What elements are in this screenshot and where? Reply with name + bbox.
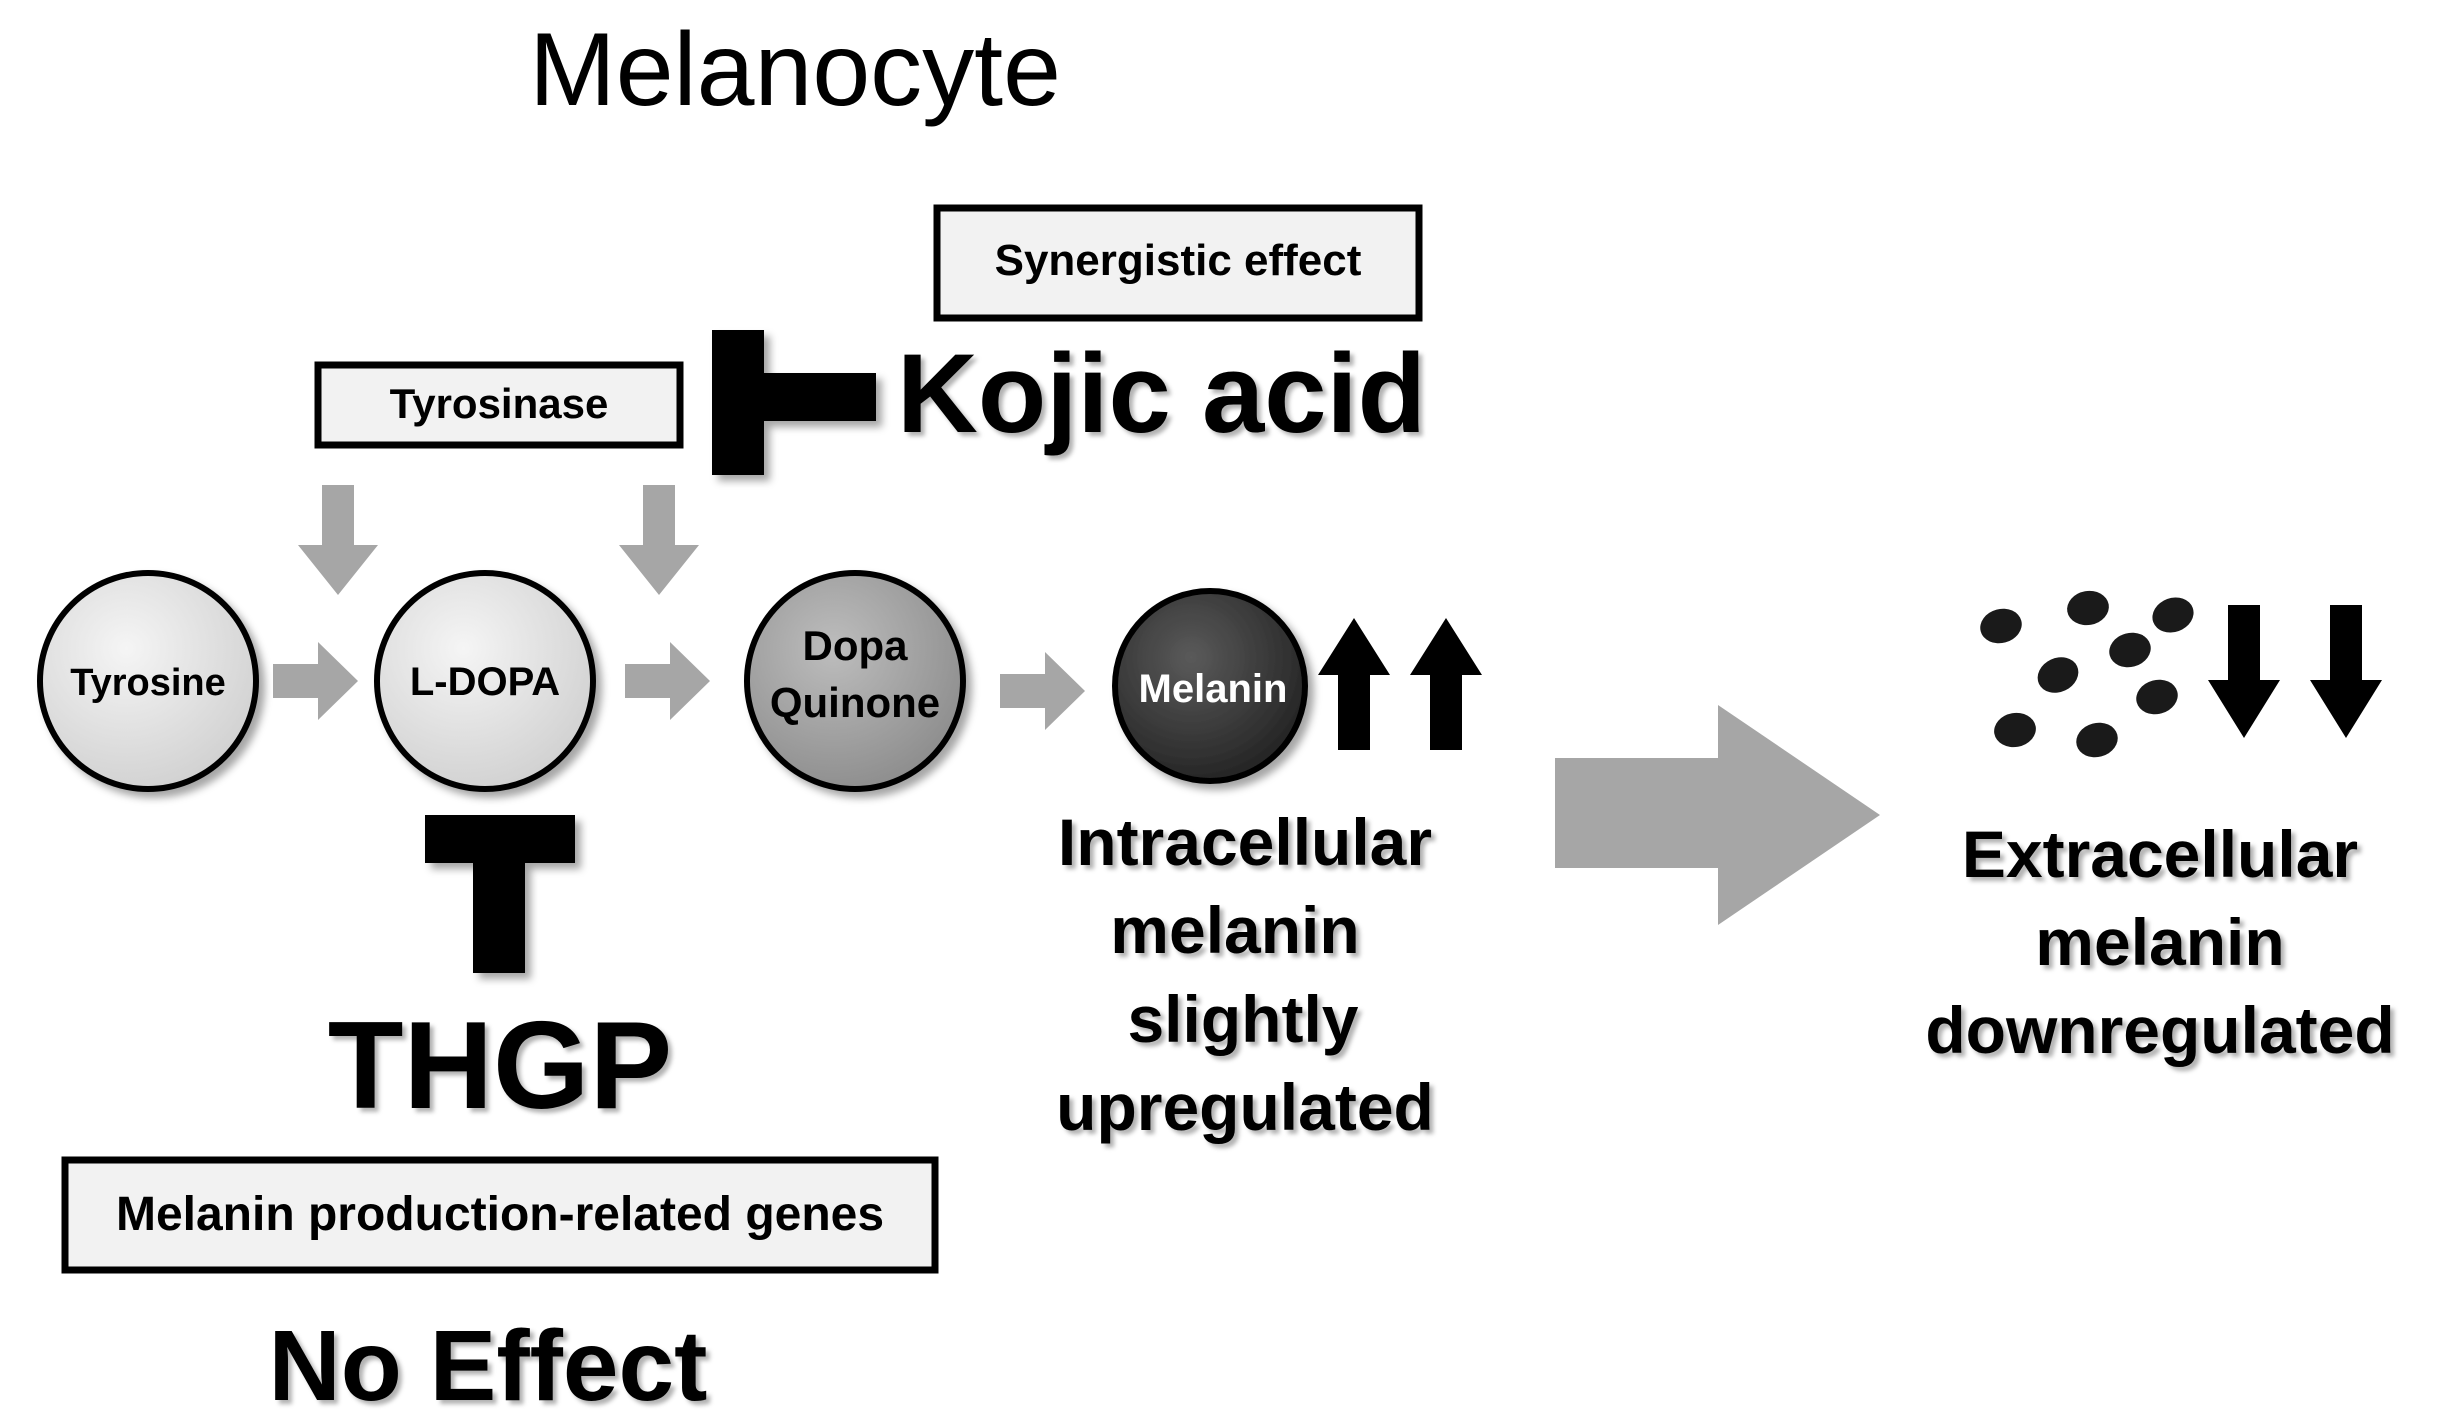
melanin-label: Melanin (1139, 667, 1288, 711)
tyrosinase-arrow-2 (619, 485, 699, 595)
page-title: Melanocyte (529, 12, 1061, 128)
extracellular-line-2: melanin (2035, 905, 2284, 979)
l-dopa-circle (374, 570, 596, 792)
melanin-genes-box: Melanin production-related genes (61, 1156, 939, 1274)
arrow-l-dopa-to-dopa-quinone (625, 642, 710, 720)
extracellular-melanin-granules (1980, 590, 2194, 758)
melanin-granule (2109, 632, 2151, 668)
down-arrow-icon-2 (2310, 605, 2382, 738)
intracellular-line-4: upregulated (1056, 1070, 1434, 1144)
melanin-granule (1980, 608, 2022, 644)
melanin-granule (2136, 679, 2178, 715)
melanin-granule (1994, 712, 2036, 748)
tyrosine-label: Tyrosine (70, 662, 226, 704)
arrow-tyrosine-to-l-dopa (273, 642, 358, 720)
kojic-acid-label: Kojic acid (897, 331, 1426, 456)
melanin-genes-label: Melanin production-related genes (116, 1188, 884, 1241)
thgp-label: THGP (328, 997, 672, 1135)
intracellular-line-1: Intracellular (1058, 805, 1432, 879)
intracellular-line-3: slightly (1127, 982, 1358, 1056)
synergistic-effect-box: Synergistic effect (933, 204, 1423, 322)
thgp-inhibitor-symbol (425, 815, 575, 973)
tyrosine-circle (37, 570, 259, 792)
tyrosinase-arrow-1 (298, 485, 378, 595)
extracellular-line-1: Extracellular (1962, 817, 2358, 891)
dopa-quinone-label-line1: Dopa (803, 622, 909, 669)
melanin-circle (1112, 588, 1308, 784)
melanin-granule (2152, 597, 2194, 633)
intracellular-line-2: melanin (1110, 893, 1359, 967)
no-effect-label: No Effect (269, 1310, 708, 1422)
down-arrow-icon-1 (2208, 605, 2280, 738)
melanin-granule (2076, 722, 2118, 758)
up-arrow-icon-1 (1318, 618, 1390, 750)
synergistic-effect-label: Synergistic effect (995, 236, 1362, 285)
melanin-granule (2037, 657, 2079, 693)
kojic-acid-inhibitor-symbol (712, 330, 876, 475)
extracellular-line-3: downregulated (1925, 993, 2394, 1067)
dopa-quinone-circle (744, 570, 966, 792)
dopa-quinone-label-line2: Quinone (770, 679, 940, 726)
big-transition-arrow (1555, 705, 1880, 925)
up-arrow-icon-2 (1410, 618, 1482, 750)
arrow-dopa-quinone-to-melanin (1000, 652, 1085, 730)
melanin-granule (2067, 590, 2109, 626)
l-dopa-label: L-DOPA (410, 660, 560, 704)
tyrosinase-label: Tyrosinase (390, 380, 609, 427)
tyrosinase-box: Tyrosinase (314, 361, 684, 449)
